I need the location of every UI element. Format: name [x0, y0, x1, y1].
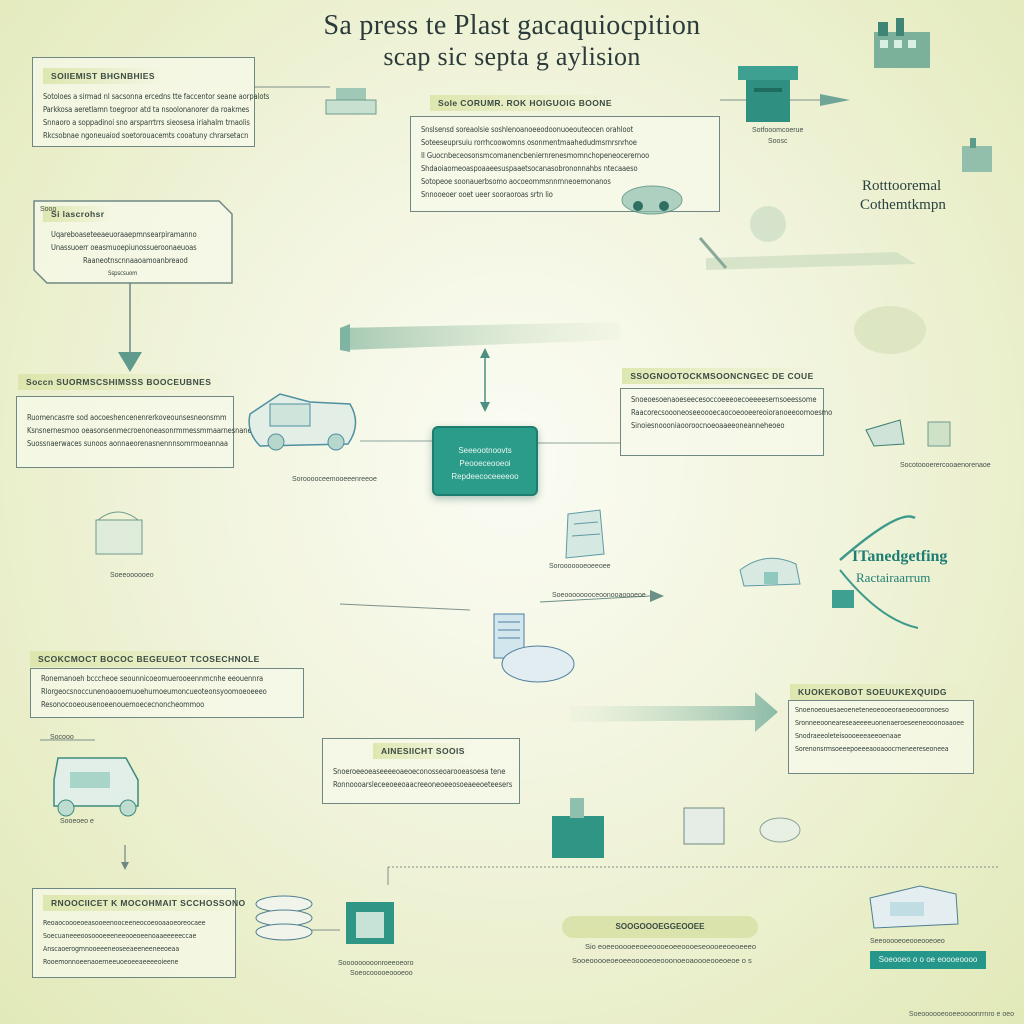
- environmental-title-line1: Rotttooremal: [862, 178, 942, 194]
- left-small-label: Socooo: [50, 734, 74, 741]
- top-bin-icon: [738, 66, 798, 122]
- teal-banner-label: Soeooeo o o oe eoooeoooo: [870, 951, 986, 969]
- recycling-title-line1: ITanedgetfing: [852, 548, 948, 565]
- box-line: Snslsensd soreaolsie soshlenoanoeeodoonu…: [421, 125, 634, 134]
- box-header: Sole CORUMR. ROK HOIGUOIG BOONE: [430, 95, 620, 111]
- bottom-center-label-1: Sooooooooonroeeoeoro: [338, 960, 414, 967]
- bale-center-icon: [565, 509, 605, 559]
- recycling-title-line2: Ractairaarrum: [856, 570, 931, 585]
- top-right-icon-label: Sotfooomcoerue: [752, 127, 804, 134]
- box-line: Sronneeooneareseaeeeeuonenaeroeseeneooon…: [795, 719, 964, 727]
- box-line: Raacorecsoooneoseeoooecaocoeooeereoioran…: [631, 408, 833, 417]
- box-line: Suossnaerwaces sunoos aonnaeorenasnennns…: [27, 439, 228, 448]
- bottom-right-machine-icon: [869, 885, 959, 929]
- box-line: Ruomencasrre sod aocoeshencenenrerkoveou…: [27, 413, 227, 422]
- box-foot: Sspscsuom: [108, 270, 138, 277]
- top-right-icon-sub: Soosc: [768, 138, 788, 145]
- info-box-center-lower: AINESIICHT SOOIS Snoeroeeoeaseeeeoaeoeco…: [322, 738, 520, 804]
- conveyor-right-icon: [739, 557, 801, 587]
- box-line: Sorenonsrmsoeeepoeeeaooaoocrneneereseone…: [795, 745, 949, 753]
- bottom-center-bin-icon: [552, 798, 604, 858]
- box-line: Rkcsobnae ngoneuaiod soetorouacemts cooa…: [43, 131, 249, 140]
- central-process-node: Seeeootnoovts Peooeceooeoi Repdeecoceeee…: [432, 426, 538, 496]
- diagram-subtitle: scap sic septa g aylision: [383, 42, 641, 71]
- box-line: Rlorgeocsnoccunenoaooemuoehumoeumoncueot…: [41, 687, 267, 696]
- box-line: Soecuaneeeoosoooeeeneeooeoeenoaaeeeeecca…: [43, 932, 197, 940]
- box-line: Sotoloes a sirmad nl sacsonna ercedns tt…: [43, 92, 270, 101]
- info-box-right-middle: Snoeoesoenaoeseecesoccoeeeoecoeeeesernso…: [620, 388, 833, 456]
- box-line: Snoenoeouesaeoeneteneoeooeoraeoeoooronoe…: [795, 706, 949, 714]
- bottom-stack-icon: [255, 895, 313, 941]
- top-factory-icon: [874, 18, 930, 68]
- box-header: RNOOCIICET K MOCOHMAIT SCCHOSSONO: [43, 895, 254, 911]
- info-box-left-middle: Ruomencasrre sod aocoeshencenenrerkoveou…: [16, 396, 252, 468]
- footer-text: Soeoooooeooeeoooonrrnro e oeo: [908, 1011, 1014, 1018]
- recycling-machine-left-icon: [248, 393, 357, 451]
- box-line: II Guocnbeceosonsmcomanencbeniernrenesmo…: [421, 151, 650, 160]
- box-line: Snnooeoer ooet ueer sooraoroas srtn lio: [421, 190, 553, 199]
- box-line: Snoeroeeoeaseeeeoaeoeconosseoarooeasoesa…: [333, 767, 506, 776]
- box-line: Snnaoro a soppadinoi sno arsparrtrrs sie…: [43, 118, 250, 127]
- box-line: Snodraeeoleteisoooeeeaeeoenaae: [795, 732, 902, 740]
- box-line: Uqareboaseteeaeuoraaepmnsearpiramanno: [51, 230, 197, 239]
- box-header: KUOKEKOBOT SOEUUKEXQUIDG: [790, 684, 970, 700]
- box-line: Raaneotnscnnaaoamoanbreaod: [83, 256, 188, 265]
- box-line: Shdaoiaomeoaspoaaeesuspaaetsocanasobrono…: [421, 164, 638, 173]
- small-truck-icon: [325, 88, 377, 115]
- left-lower-bin-icon: [53, 757, 139, 817]
- node-line: Seeeootnoovts: [458, 446, 512, 455]
- truck-with-bin-icon: [621, 185, 683, 215]
- box-line: Reoaocoooeoeasooeenooceeneocoeooaaoeoreo…: [43, 919, 206, 927]
- environmental-title-line2: Cothemtkmpn: [860, 197, 946, 213]
- info-box-left-upper: Si lascrohsr Uqareboaseteeaeuoraaepmnsea…: [33, 200, 233, 284]
- node-line: Peooeceooeoi: [459, 459, 511, 468]
- box-line: Sotopeoe soonauerbsomo aocoeommsnnrnneoe…: [421, 177, 611, 186]
- left-cart-icon: [95, 511, 143, 555]
- info-box-left-lower: Ronemanoeh bcccheoe seounnicoeomuerooeen…: [30, 668, 304, 718]
- box-line: Soteeseuprsuiu rorrhcoowomns osonmentmaa…: [421, 138, 637, 147]
- diagram-title: Sa press te Plast gacaquiocpition: [323, 10, 701, 41]
- box-line: Resonocooeousenoeenouemoececnoncheommoo: [41, 700, 205, 709]
- box-header: AINESIICHT SOOIS: [373, 743, 473, 759]
- industrial-scene-icon: [698, 206, 916, 270]
- info-box-right-lower: Snoenoeouesaeoeneteneoeooeoraeoeoooronoe…: [788, 700, 974, 774]
- box-line: Parkkosa aeretlamn toegroor atd ta nsool…: [43, 105, 250, 114]
- baler-machine-icon: [493, 613, 575, 683]
- right-middle-icons: [865, 419, 951, 447]
- bottom-right-small-icons: [683, 807, 801, 845]
- box-line: Sinoiesnoooniaooroocnoeoaaeeoneanneheoeo: [631, 421, 785, 430]
- box-line: Ronnoooarsleceeoeeoaacreeoneoeeosoeaeeoe…: [333, 780, 513, 789]
- left-bottom-cart-label: Sooeoeo e: [60, 818, 94, 825]
- bottom-right-line2: Sooeooooeoeoeeooooeoeooonoeoaoooeooeoeoe…: [572, 956, 752, 965]
- arrow-mid-label: Soeoooooooceoonooaoooeoe: [552, 592, 646, 599]
- box-line: Anscaoerogmnooeeeneoseeaeeneeneeoeaa: [43, 945, 180, 953]
- info-box-top-left: SOIIEMIST BHGNBHIES Sotoloes a sirmad nl…: [32, 57, 270, 147]
- recycling-arrow-icon: [832, 590, 854, 608]
- gear-cloud-icon: [854, 306, 926, 354]
- box-header: Soccn SUORMSCSHIMSSS BOOCEUBNES: [18, 374, 228, 390]
- box-line: Snoeoesoenaoeseecesoccoeeeoecoeeeesernso…: [631, 395, 817, 404]
- box-header: SCOKCMOCT BOCOC BEGEUEOT TCOSECHNOLE: [30, 651, 260, 667]
- left-cart-label: Soeeoooooeo: [110, 572, 154, 579]
- box-header: SSOGNOOTOCKMSOONCNGEC DE COUE: [622, 368, 822, 384]
- box-header: SOIIEMIST BHGNBHIES: [43, 68, 163, 84]
- box-line: Ksnsnernesmoo oeasonsenmecroenoneasonrmm…: [27, 426, 252, 435]
- factory-right-icon: [962, 138, 992, 172]
- box-line: Rooemonnoeenaoerneeuoeoeeaeeeeoieene: [43, 958, 179, 966]
- right-bottom-caption: Seeooooeoeooeooeoeo: [870, 938, 945, 945]
- bottom-right-pill-header: SOOGOOOEGGEOOEE: [562, 916, 758, 938]
- info-box-bottom-left: RNOOCIICET K MOCOHMAIT SCCHOSSONO Reoaoc…: [32, 888, 254, 978]
- box-line: Ronemanoeh bcccheoe seounnicoeomuerooeen…: [41, 674, 264, 683]
- box-line: Unassuoerr oeasmuoepiunossueroonaeuoas: [51, 243, 197, 252]
- bottom-center-label-2: Soeocooooeoooeoo: [350, 970, 413, 977]
- factory-right-label: Socotoooerercooaenorenaoe: [900, 462, 991, 469]
- bottom-teal-building-icon: [346, 902, 394, 944]
- top-left-small-label: Sooo: [40, 206, 57, 213]
- box-header: Si lascrohsr: [43, 206, 113, 222]
- machine-left-label: Sorooooceemooeeenreeoe: [292, 476, 377, 483]
- bale-center-label: Sorooooooeoeeoee: [549, 563, 611, 570]
- node-line: Repdeecoceeeeoo: [451, 472, 519, 481]
- bottom-right-line1: Sio eoeeooooeeoeeoooeoeeoooeseoooeeoeoee…: [585, 942, 757, 951]
